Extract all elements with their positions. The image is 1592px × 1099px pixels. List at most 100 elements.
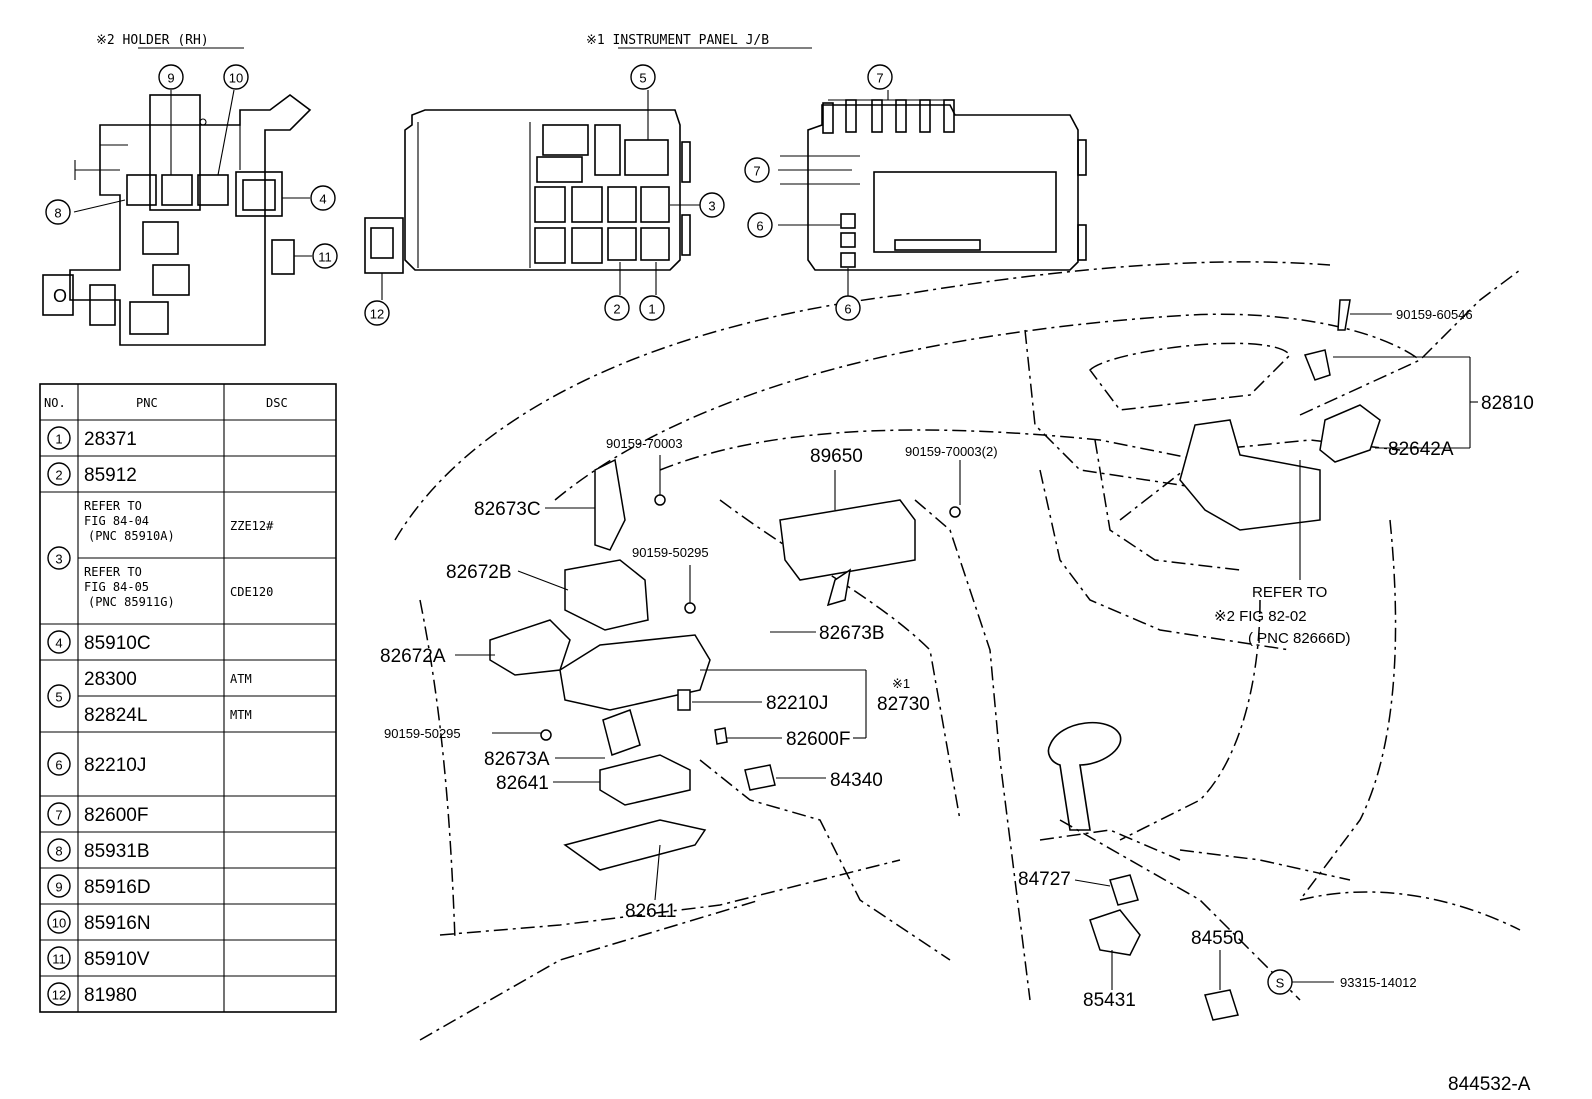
callout-text: 11 xyxy=(318,250,332,265)
part-84727 xyxy=(1109,874,1139,906)
refer-text-1: REFER TO xyxy=(1252,584,1327,601)
table-row: 1 28371 xyxy=(47,426,137,450)
row-pnc: 82210J xyxy=(84,755,146,776)
callout-c7: 7 xyxy=(744,157,770,183)
callout-text: 6 xyxy=(756,219,763,234)
label-82673B: 82673B xyxy=(819,623,885,644)
svg-text:O: O xyxy=(53,286,67,306)
part-82730-jb xyxy=(559,634,711,711)
part-84340 xyxy=(744,764,776,791)
callout-c9: 9 xyxy=(158,64,184,90)
part-82672A xyxy=(489,619,571,676)
table-row: 11 85910V xyxy=(47,946,150,970)
callout-text: 4 xyxy=(319,192,326,207)
callout-c7: 7 xyxy=(867,64,893,90)
instrument-panel-jb-rear xyxy=(807,99,1087,271)
table-header: PNC xyxy=(136,396,158,410)
row-pnc: 28371 xyxy=(84,429,137,450)
callout-c11: 11 xyxy=(312,243,338,269)
label-85431: 85431 xyxy=(1083,990,1136,1011)
label-90159-70003-2: 90159-70003(2) xyxy=(905,444,998,459)
refer-text-3: ( PNC 82666D) xyxy=(1248,630,1351,647)
table-frame xyxy=(39,383,337,1013)
callout-c8: 8 xyxy=(45,199,71,225)
row-number: 4 xyxy=(55,636,62,651)
label-82641: 82641 xyxy=(496,773,549,794)
callout-c10: 10 xyxy=(223,64,249,90)
label-82810: 82810 xyxy=(1481,393,1534,414)
table-header: DSC xyxy=(266,396,288,410)
callout-c6: 6 xyxy=(747,212,773,238)
part-82210J xyxy=(677,689,691,711)
leader-lines xyxy=(455,313,1478,990)
row-pnc: 85916N xyxy=(84,913,151,934)
row-pnc-line: FIG 84-04 xyxy=(84,514,149,528)
part-84550 xyxy=(1204,989,1239,1021)
table-row: 10 85916N xyxy=(47,910,151,934)
instrument-panel-jb-header: ※1 INSTRUMENT PANEL J/B xyxy=(586,33,769,48)
callout-s: S xyxy=(1267,969,1293,995)
row-pnc: 85912 xyxy=(84,465,137,486)
callout-c6: 6 xyxy=(835,295,861,321)
label-82730-mark: ※1 xyxy=(892,676,910,691)
label-82730: 82730 xyxy=(877,694,930,715)
row-pnc-line: REFER TO xyxy=(84,499,142,513)
callout-text: S xyxy=(1276,976,1285,991)
row-dsc: ZZE12# xyxy=(230,519,274,533)
part-82641 xyxy=(599,754,691,806)
part-82673C xyxy=(594,458,626,551)
row-pnc: 85931B xyxy=(84,841,150,862)
part-82642A xyxy=(1319,404,1381,463)
callout-text: 9 xyxy=(167,71,174,86)
part-82810 xyxy=(1303,349,1331,381)
callout-c3: 3 xyxy=(699,192,725,218)
callout-c5: 5 xyxy=(630,64,656,90)
table-row: 2 85912 xyxy=(47,462,137,486)
row-number: 2 xyxy=(55,468,62,483)
label-90159-50295-a: 90159-50295 xyxy=(632,545,709,560)
refer-text-2: ※2 FIG 82-02 xyxy=(1214,608,1307,625)
table-row: 4 85910C xyxy=(47,630,151,654)
row-number: 10 xyxy=(52,916,66,931)
label-82673A: 82673A xyxy=(484,749,550,770)
row-pnc: 81980 xyxy=(84,985,137,1006)
row-dsc: ATM xyxy=(230,672,252,686)
callout-c12: 12 xyxy=(364,300,390,326)
row-pnc-line: FIG 84-05 xyxy=(84,580,149,594)
part-refer-82666D xyxy=(1179,419,1321,531)
label-84550: 84550 xyxy=(1191,928,1244,949)
callout-c4: 4 xyxy=(310,185,336,211)
callout-text: 7 xyxy=(876,71,883,86)
part-82600F xyxy=(714,727,728,745)
holder-rh-drawing: O xyxy=(42,94,312,346)
part-85431 xyxy=(1089,909,1141,956)
callout-text: 5 xyxy=(639,71,646,86)
row-number: 11 xyxy=(52,952,66,967)
row-pnc-line: (PNC 85910A) xyxy=(88,529,175,543)
row-pnc: 85910C xyxy=(84,633,151,654)
callout-text: 6 xyxy=(844,302,851,317)
figure-id: 844532-A xyxy=(1448,1074,1531,1095)
row-number: 3 xyxy=(55,552,62,567)
label-90159-50295-b: 90159-50295 xyxy=(384,726,461,741)
callout-text: 3 xyxy=(708,199,715,214)
row-number: 7 xyxy=(55,808,62,823)
label-82611: 82611 xyxy=(625,901,676,922)
row-number: 9 xyxy=(55,880,62,895)
label-89650: 89650 xyxy=(810,446,863,467)
label-82672A: 82672A xyxy=(380,646,446,667)
row-pnc: 85910V xyxy=(84,949,150,970)
row-number: 1 xyxy=(55,432,62,447)
part-82672B xyxy=(564,559,649,631)
row-number: 5 xyxy=(55,690,62,705)
instrument-panel-jb-front xyxy=(364,109,691,274)
row-pnc: 82824L xyxy=(84,705,147,726)
